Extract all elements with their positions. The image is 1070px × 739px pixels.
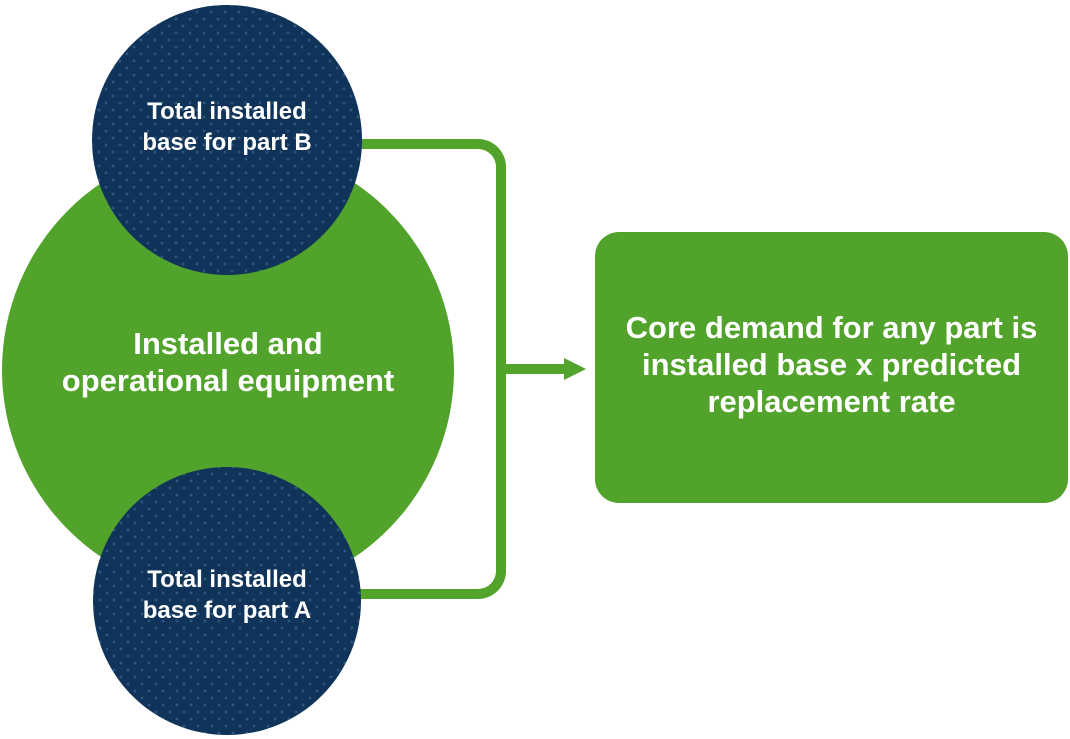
part-b-circle-label: Total installed base for part B xyxy=(142,96,311,158)
part-a-circle-label: Total installed base for part A xyxy=(143,564,311,626)
main-circle-label: Installed and operational equipment xyxy=(62,325,394,399)
main-circle-label-line2: operational equipment xyxy=(61,363,395,398)
result-box-label-line1: Core demand for any part is xyxy=(625,310,1038,345)
arrow-shaft xyxy=(500,364,566,374)
part-a-label-line2: base for part A xyxy=(142,597,312,624)
result-box-label: Core demand for any part is installed ba… xyxy=(626,309,1038,420)
part-a-label-line1: Total installed xyxy=(147,566,307,593)
part-b-circle: Total installed base for part B xyxy=(92,5,362,275)
result-box-label-line3: replacement rate xyxy=(707,384,956,419)
part-b-label-line1: Total installed xyxy=(147,98,307,125)
part-a-circle: Total installed base for part A xyxy=(93,467,361,735)
part-b-label-line2: base for part B xyxy=(142,129,312,156)
main-circle-label-line1: Installed and xyxy=(133,326,323,361)
result-box-label-line2: installed base x predicted xyxy=(641,347,1022,382)
result-box: Core demand for any part is installed ba… xyxy=(595,232,1068,503)
arrow-right-icon xyxy=(564,358,586,380)
